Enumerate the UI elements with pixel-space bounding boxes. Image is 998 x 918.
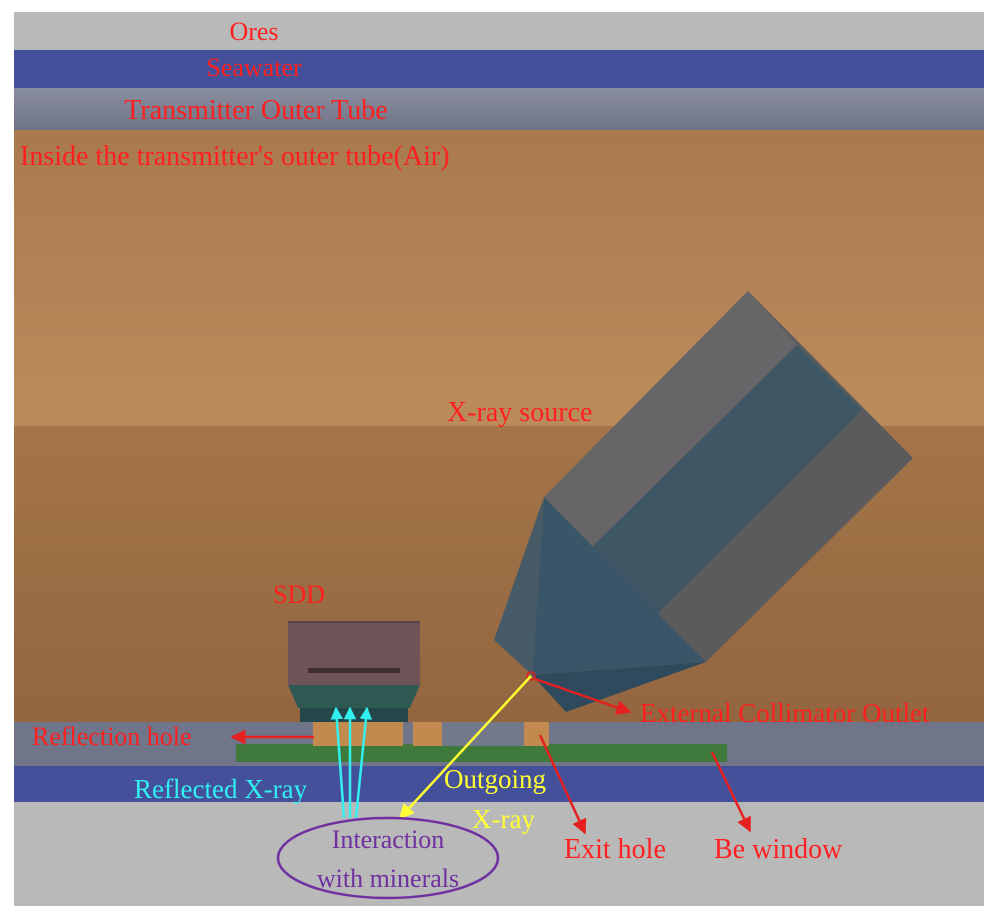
be-window-arrow: [710, 751, 752, 833]
exit-hole-label: Exit hole: [564, 834, 666, 865]
xray-source-label: X-ray source: [447, 397, 592, 428]
sdd-detector: [288, 621, 420, 722]
ores-layer-top: [14, 12, 984, 50]
collimator-outlet-label: External Collimator Outlet: [640, 698, 930, 728]
seawater-layer-top: [14, 50, 984, 88]
outer-tube-layer-top: [14, 88, 984, 130]
interaction-label-line1: Interaction: [332, 825, 445, 854]
ores-layer-bottom: [14, 802, 984, 906]
interaction-label-line2: with minerals: [317, 864, 459, 893]
exit-hole-gap: [442, 722, 524, 746]
exit-hole-arrow: [538, 734, 587, 835]
collimator-outlet-marker: [526, 671, 536, 681]
outer-tube-label: Transmitter Outer Tube: [124, 95, 387, 126]
reflected-xray-line-3: [354, 706, 373, 819]
interaction-ellipse: [276, 816, 500, 900]
seawater-layer-bottom: [14, 766, 984, 802]
outgoing-xray-label-line2: X-ray: [472, 804, 535, 834]
reflection-hole-label: Reflection hole: [32, 722, 192, 751]
reflected-xray-line-1: [330, 706, 346, 819]
be-window-label: Be window: [714, 834, 843, 865]
reflection-hole: [313, 722, 403, 746]
seawater-label: Seawater: [206, 53, 302, 82]
sdd-label: SDD: [273, 580, 325, 609]
collimator-outlet-arrow: [534, 677, 632, 715]
outgoing-xray-label-line1: Outgoing: [444, 764, 546, 794]
xray-source-body: [494, 291, 913, 712]
outgoing-xray-line: [398, 675, 532, 820]
be-window: [236, 744, 727, 762]
reflected-xray-label: Reflected X-ray: [134, 774, 308, 804]
air-upper-region: [14, 130, 984, 426]
ores-label: Ores: [229, 17, 278, 46]
inside-tube-label: Inside the transmitter's outer tube(Air): [20, 141, 450, 172]
